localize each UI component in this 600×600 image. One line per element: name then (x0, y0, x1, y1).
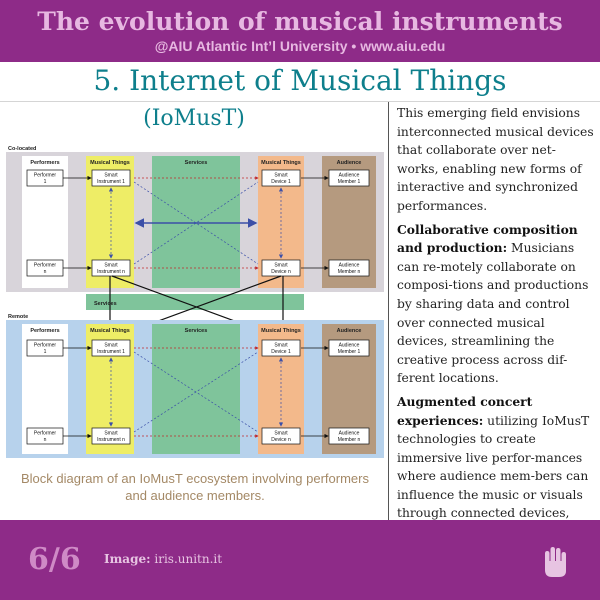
services-bar (86, 294, 304, 310)
svg-text:Member 1: Member 1 (338, 349, 361, 355)
svg-text:Instrument 1: Instrument 1 (97, 349, 125, 355)
audience-member-n-box: Audience (339, 263, 360, 269)
svg-text:Audience: Audience (337, 328, 362, 334)
intro-paragraph: This emerging field envisions interconne… (397, 106, 594, 213)
footer-banner (0, 520, 600, 600)
svg-text:Device n: Device n (271, 437, 291, 443)
svg-text:Musical Things: Musical Things (261, 328, 301, 334)
svg-text:1: 1 (44, 179, 47, 185)
smart-device-1-box: Smart (274, 173, 288, 179)
svg-text:Musical Things: Musical Things (90, 328, 130, 334)
svg-text:Member n: Member n (338, 437, 361, 443)
svg-text:Audience: Audience (339, 343, 360, 349)
svg-text:Device 1: Device 1 (271, 179, 291, 185)
svg-text:Performers: Performers (30, 328, 59, 334)
collaborative-heading: Collaborative composition and production… (397, 221, 578, 256)
svg-text:Instrument n: Instrument n (97, 269, 125, 275)
col-header-things-2: Musical Things (261, 160, 301, 166)
iomust-block-diagram: Co-located Performers Musical Things Ser… (6, 146, 384, 458)
performer-n-box: Performer (34, 263, 57, 269)
col-header-performers: Performers (30, 160, 59, 166)
col-header-services: Services (185, 160, 208, 166)
colocated-label: Co-located (8, 146, 36, 152)
colocated-section: Co-located Performers Musical Things Ser… (6, 146, 384, 292)
page-subtitle: (IoMusT) (143, 106, 245, 131)
collaborative-paragraph: Collaborative composition and production… (397, 221, 597, 388)
svg-text:Instrument 1: Instrument 1 (97, 179, 125, 185)
smart-device-n-box: Smart (274, 263, 288, 269)
svg-text:Instrument n: Instrument n (97, 437, 125, 443)
svg-text:Smart: Smart (104, 343, 118, 349)
svg-text:Audience: Audience (339, 431, 360, 437)
svg-text:Performer: Performer (34, 343, 57, 349)
augmented-heading: Augmented concert experiences: (397, 393, 533, 428)
svg-text:Smart: Smart (274, 431, 288, 437)
smart-instrument-n-box: Smart (104, 263, 118, 269)
header-title: The evolution of musical instruments (37, 7, 563, 36)
page-title: 5. Internet of Musical Things (93, 64, 507, 97)
body-text: This emerging field envisions interconne… (397, 104, 597, 565)
col-header-audience: Audience (337, 160, 362, 166)
left-panel: (IoMusT) Co-located Performe (0, 102, 388, 520)
remote-label: Remote (8, 314, 28, 320)
title-band (0, 62, 600, 102)
image-credit: Image: iris.unitn.it (104, 552, 222, 566)
smart-instrument-1-box: Smart (104, 173, 118, 179)
diagram-caption: Block diagram of an IoMusT ecosystem inv… (20, 471, 369, 503)
remote-section: Remote Performers Musical Things Service… (6, 314, 384, 458)
svg-text:n: n (44, 437, 47, 443)
svg-text:Member 1: Member 1 (338, 179, 361, 185)
svg-text:Device n: Device n (271, 269, 291, 275)
image-credit-label: Image: (104, 552, 151, 566)
performer-1-box: Performer (34, 173, 57, 179)
services-bar-label: Services (94, 301, 117, 307)
audience-member-1-box: Audience (339, 173, 360, 179)
svg-text:Device 1: Device 1 (271, 349, 291, 355)
svg-text:Smart: Smart (274, 343, 288, 349)
page-indicator: 6/6 (28, 542, 81, 577)
svg-text:Performer: Performer (34, 431, 57, 437)
svg-text:Services: Services (185, 328, 208, 334)
col-header-things: Musical Things (90, 160, 130, 166)
header-subtitle: @AIU Atlantic Int’l University • www.aiu… (154, 38, 446, 54)
svg-text:Smart: Smart (104, 431, 118, 437)
raised-hand-icon (545, 547, 566, 577)
image-credit-source: iris.unitn.it (154, 552, 223, 566)
header-banner (0, 0, 600, 62)
svg-text:Member n: Member n (338, 269, 361, 275)
right-panel: This emerging field envisions interconne… (388, 102, 600, 558)
collaborative-body: Musicians can re-motely collaborate on c… (397, 241, 589, 386)
svg-text:n: n (44, 269, 47, 275)
svg-text:1: 1 (44, 349, 47, 355)
